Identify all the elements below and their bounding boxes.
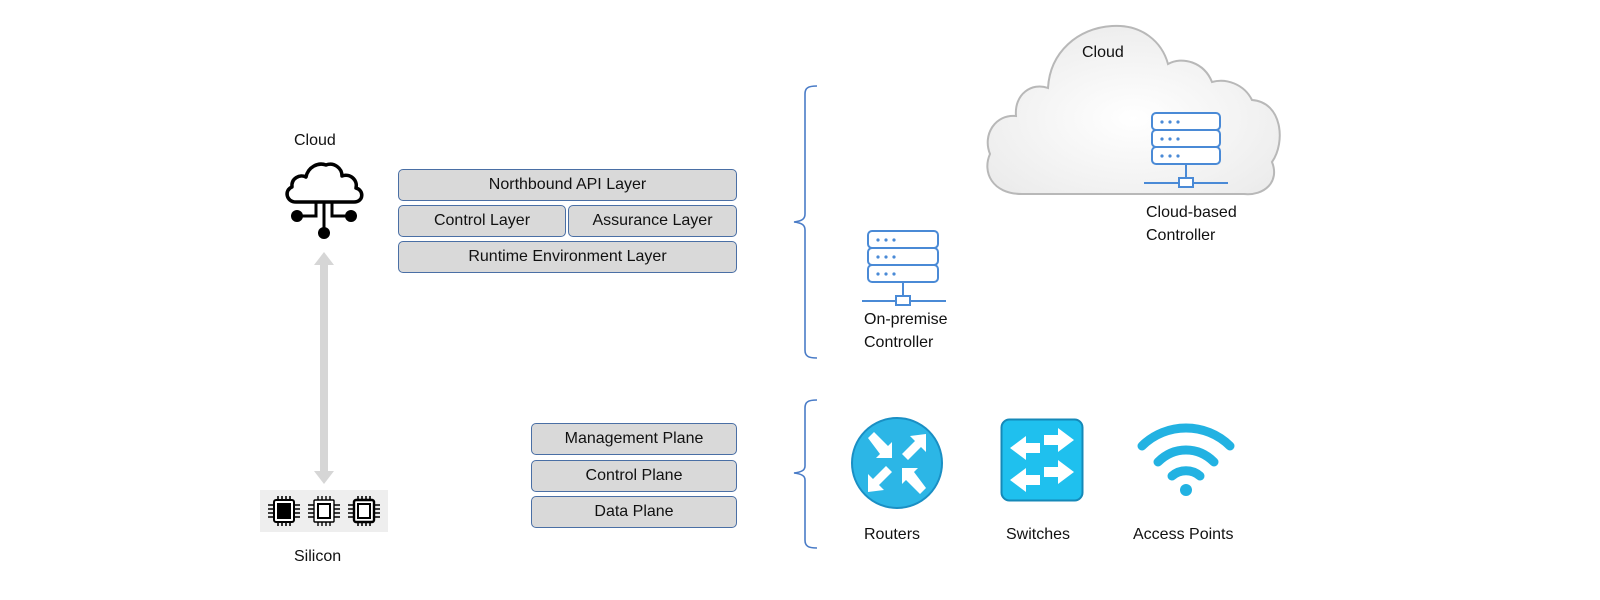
management-plane: Management Plane <box>531 423 737 455</box>
chip-filled-icon <box>268 496 300 526</box>
cloud-label: Cloud <box>294 132 336 149</box>
control-plane: Control Plane <box>531 460 737 492</box>
device-brace <box>793 399 818 549</box>
silicon-chips <box>260 490 388 532</box>
cloud-title: Cloud <box>1082 44 1124 61</box>
northbound-api-layer: Northbound API Layer <box>398 169 737 201</box>
switch-icon <box>1000 418 1084 502</box>
wifi-icon <box>1137 423 1235 496</box>
onprem-controller-label: On-premise Controller <box>864 311 948 351</box>
assurance-layer: Assurance Layer <box>568 205 737 237</box>
onprem-server-icon <box>862 230 946 306</box>
cloud-controller-label: Cloud-based Controller <box>1146 204 1237 244</box>
control-layer: Control Layer <box>398 205 566 237</box>
controller-brace <box>793 85 818 359</box>
device-label-access-points: Access Points <box>1133 526 1234 543</box>
silicon-label: Silicon <box>294 548 342 565</box>
bidirectional-arrow <box>314 252 334 484</box>
device-label-routers: Routers <box>864 526 921 543</box>
runtime-environment-layer: Runtime Environment Layer <box>398 241 737 273</box>
cloud-server-icon <box>1144 112 1228 188</box>
chip-outline-icon <box>348 496 380 526</box>
chip-outline-icon <box>308 496 340 526</box>
cloud-shape <box>986 24 1281 196</box>
cloud-network-icon <box>285 162 364 239</box>
router-icon <box>851 417 943 509</box>
data-plane: Data Plane <box>531 496 737 528</box>
device-label-switches: Switches <box>1006 526 1071 543</box>
